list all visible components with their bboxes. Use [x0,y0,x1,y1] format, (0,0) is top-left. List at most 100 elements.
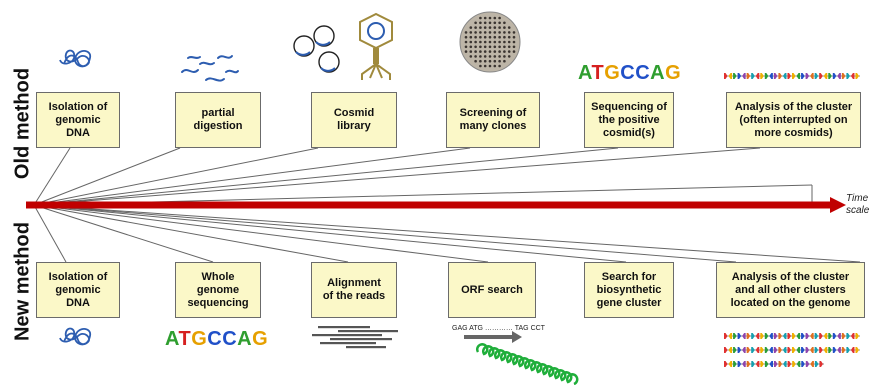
gene-cluster-new-3-gene [783,361,787,367]
gene-cluster-old-gene [805,73,810,79]
gene-cluster-old-gene [801,73,805,79]
sequencing-read-5 [320,342,376,345]
colony-dot [483,59,487,63]
new-step-6-analysis: Analysis of the cluster and all other cl… [716,262,865,318]
gene-cluster-new-2-gene [751,347,755,353]
nucleotide-A: A [165,328,179,350]
gene-cluster-new-1-gene [733,333,737,339]
gene-cluster-new-2-gene [728,347,733,353]
orf-arrow-head [512,331,522,343]
gene-cluster-new-3-gene [760,361,764,367]
colony-dot [469,26,473,29]
phage-tail-icon [373,48,379,64]
gene-cluster-new-2-gene [805,347,810,353]
colony-dot [493,16,497,20]
colony-dot [479,64,482,68]
dna-fragment-1 [181,69,199,73]
gene-cluster-new-3-gene [792,361,796,367]
connector-new-4 [33,204,489,263]
gene-cluster-new-1-gene [796,333,801,339]
colony-dot [464,40,468,44]
colony-dot [507,45,511,49]
gene-cluster-old-gene [814,73,819,79]
gene-cluster-new-2-gene [737,347,742,353]
gene-cluster-new-2-gene [823,347,828,353]
gene-cluster-old-gene [787,73,791,79]
colony-dot [507,50,511,53]
colony-dot [464,35,468,39]
gene-cluster-new-1-gene [805,333,810,339]
connector-new-5 [33,204,627,263]
colony-dot [474,55,477,58]
gene-cluster-new-2-gene [782,347,787,353]
cosmid-circle-2 [313,25,335,47]
colony-dot [474,26,477,29]
connector-old-1 [33,147,71,206]
colony-dot [507,35,511,39]
cosmid-insert-3 [320,67,336,72]
nucleotide-G: G [252,328,269,350]
colony-dot [479,45,482,49]
gene-cluster-old-gene [760,73,764,79]
gene-cluster-new-2-gene [819,347,823,353]
dna-fragment-5 [205,77,225,82]
gene-cluster-new-3-gene [742,361,746,367]
cosmid-insert-1 [295,51,311,56]
gene-cluster-new-1-gene [801,333,805,339]
gene-cluster-old-gene [728,73,733,79]
gene-cluster-new-2-gene [755,347,760,353]
sequencing-read-1 [318,326,370,329]
colony-dot [493,59,497,63]
colony-dot [483,21,487,25]
genomic-dna-icon-old [59,49,92,68]
gene-cluster-old-gene [764,73,769,79]
colony-dot [469,50,473,53]
colony-dot [507,55,511,58]
gene-cluster-new-1-gene [792,333,796,339]
gene-cluster-new-1-gene [837,333,841,339]
gene-cluster-old-gene [773,73,778,79]
gene-cluster-new-2-gene [746,347,751,353]
colony-dot [493,26,497,29]
gene-cluster-new-3-gene [810,361,814,367]
nucleotide-G: G [604,62,621,84]
colony-dot [498,35,501,39]
colony-dot [503,21,506,25]
gene-cluster-new-3-gene [724,361,728,367]
gene-cluster-new-2-gene [810,347,814,353]
gene-cluster-old-gene [746,73,751,79]
colony-dot [474,31,477,34]
gene-cluster-old-gene [769,73,773,79]
gene-cluster-new-1-gene [841,333,846,339]
gene-cluster-old-gene [850,73,855,79]
colony-dot [507,31,511,34]
gene-cluster-new-3-gene [755,361,760,367]
gene-cluster-old-gene [742,73,746,79]
time-scale-label: Time scale [846,193,870,216]
colony-dot [503,45,506,49]
colony-dot [464,50,468,53]
gene-cluster-new-2-gene [828,347,832,353]
gene-cluster-new-1-gene [850,333,855,339]
colony-dot [488,31,492,34]
gene-cluster-new-1-gene [760,333,764,339]
gene-cluster-new-3-gene [796,361,801,367]
colony-dot [498,59,501,63]
gene-cluster-old-gene [823,73,828,79]
gene-cluster-old-gene [855,73,859,79]
connector-old-3 [33,147,319,206]
gene-cluster-new-3-gene [814,361,819,367]
colony-dot [498,40,501,44]
colony-dot [498,45,501,49]
colony-dot [512,31,516,34]
colony-dot [488,35,492,39]
colony-dot [474,21,477,25]
gene-cluster-new-1-gene [724,333,728,339]
nucleotide-T: T [178,328,192,350]
connector-new-2 [33,204,214,263]
gene-cluster-new-3-gene [805,361,810,367]
colony-dot [479,59,482,63]
gene-cluster-new-2-gene [814,347,819,353]
new-step-5-gene-cluster: Search for biosynthetic gene cluster [584,262,674,318]
gene-cluster-new-3-gene [764,361,769,367]
